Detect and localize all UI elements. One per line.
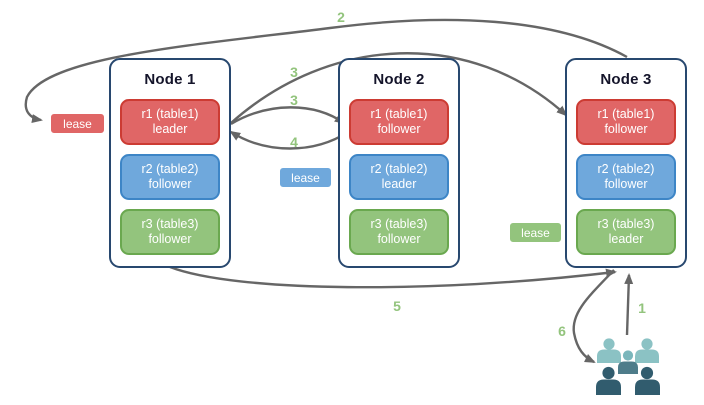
replica-role: leader xyxy=(152,122,188,136)
replica-name: r2 (table2) xyxy=(597,161,655,176)
node-2-replica-r2: r2 (table2) leader xyxy=(349,154,449,200)
node-1-replica-r1: r1 (table1) leader xyxy=(120,99,220,145)
replica-name: r1 (table1) xyxy=(597,106,655,121)
replica-name: r3 (table3) xyxy=(370,216,428,231)
arrow-step-4-ack-to-leader xyxy=(229,130,349,150)
step-label-5: 5 xyxy=(393,298,401,314)
replica-role: leader xyxy=(608,232,644,246)
step-label-3-to-node2: 3 xyxy=(290,92,298,108)
node-3: Node 3 r1 (table1) follower r2 (table2) … xyxy=(565,58,687,268)
lease-badge-table2: lease xyxy=(278,166,333,189)
node-3-replica-r3: r3 (table3) leader xyxy=(576,209,676,255)
replica-role: follower xyxy=(148,177,192,191)
lease-badge-table3: lease xyxy=(508,221,563,244)
node-2-replica-r1: r1 (table1) follower xyxy=(349,99,449,145)
step-label-6: 6 xyxy=(558,323,566,339)
arrow-step-6-gateway-to-users xyxy=(572,269,615,364)
node-1-replica-r2: r2 (table2) follower xyxy=(120,154,220,200)
node-1-replica-r3: r3 (table3) follower xyxy=(120,209,220,255)
replica-name: r2 (table2) xyxy=(141,161,199,176)
replica-name: r3 (table3) xyxy=(597,216,655,231)
arrow-step-3-replicate-to-node2 xyxy=(230,106,346,126)
step-label-2: 2 xyxy=(337,9,345,25)
node-2: Node 2 r1 (table1) follower r2 (table2) … xyxy=(338,58,460,268)
step-label-4: 4 xyxy=(290,134,298,150)
arrow-step-1-users-to-gateway xyxy=(624,273,634,336)
users-icon xyxy=(596,338,660,395)
step-label-1: 1 xyxy=(638,300,646,316)
arrow-step-2-gateway-to-leaseholder xyxy=(24,18,628,123)
replica-name: r1 (table1) xyxy=(370,106,428,121)
replica-name: r1 (table1) xyxy=(141,106,199,121)
replica-name: r2 (table2) xyxy=(370,161,428,176)
lease-badge-table1: lease xyxy=(49,112,106,135)
node-3-replica-r2: r2 (table2) follower xyxy=(576,154,676,200)
replica-role: follower xyxy=(377,122,421,136)
node-2-title: Node 2 xyxy=(373,71,425,88)
node-3-replica-r1: r1 (table1) follower xyxy=(576,99,676,145)
node-1: Node 1 r1 (table1) leader r2 (table2) fo… xyxy=(109,58,231,268)
step-label-3-to-node3: 3 xyxy=(290,64,298,80)
node-3-title: Node 3 xyxy=(600,71,652,88)
replica-role: leader xyxy=(381,177,417,191)
arrow-step-3-replicate-to-node3 xyxy=(230,52,568,124)
replica-role: follower xyxy=(604,122,648,136)
replica-name: r3 (table3) xyxy=(141,216,199,231)
replica-role: follower xyxy=(148,232,192,246)
node-1-title: Node 1 xyxy=(144,71,196,88)
arrow-step-5-leaseholder-to-gateway xyxy=(169,265,617,289)
replica-role: follower xyxy=(604,177,648,191)
node-2-replica-r3: r3 (table3) follower xyxy=(349,209,449,255)
replica-role: follower xyxy=(377,232,421,246)
